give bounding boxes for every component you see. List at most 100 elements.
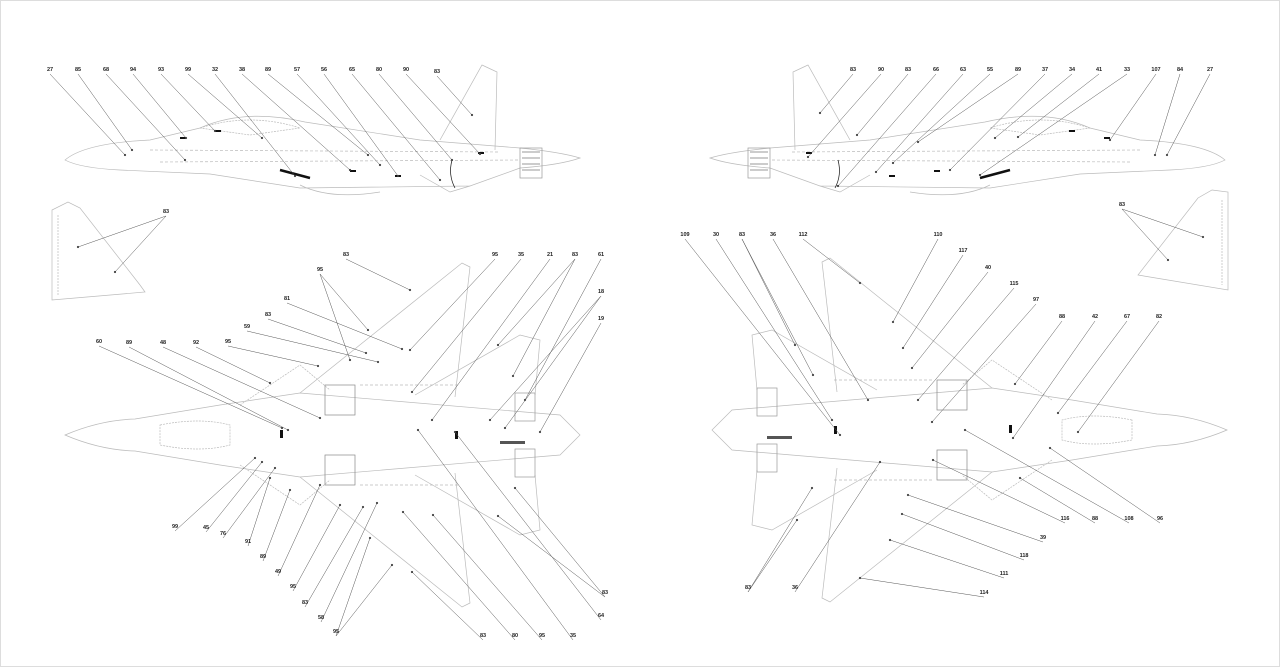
stencil-marker [793,343,797,347]
stencil-marker [916,398,920,402]
callout-label: 114 [979,590,989,596]
callout-label: 89 [259,554,267,560]
leader-line [378,73,453,161]
leader-line [105,73,186,161]
stencil-marker [858,281,862,285]
callout-label: 34 [1068,67,1076,73]
stencil-marker [1018,476,1022,480]
leader-line [132,73,187,139]
stencil-marker [888,538,892,542]
leader-line [964,429,1130,524]
leader-line [227,345,319,367]
leader-line [504,295,602,429]
callout-label: 89 [125,340,133,346]
leader-line [715,238,833,421]
stencil-marker [874,170,878,174]
stencil-marker [836,184,840,188]
stencil-marker [338,503,342,507]
callout-label: 85 [74,67,82,73]
stencil-marker [396,174,400,178]
stencil-marker [416,428,420,432]
callout-label: 56 [320,67,328,73]
leader-line [1077,320,1160,433]
bottom-view-aircraft [711,257,1228,603]
leader-line [345,258,411,291]
leader-line [892,73,991,164]
leader-line [837,73,937,187]
stencil-marker [910,366,914,370]
leader-line [402,511,516,641]
callout-label: 97 [1032,297,1040,303]
callout-label: 99 [184,67,192,73]
callout-label: 95 [332,629,340,635]
leader-line [319,273,369,331]
leader-line [524,258,602,401]
callout-label: 82 [1155,314,1163,320]
stencil-marker [1048,446,1052,450]
leader-line [741,238,796,346]
callout-label: 58 [317,615,325,621]
callout-label: 99 [171,524,179,530]
leader-line [889,539,1005,579]
callout-label: 48 [159,340,167,346]
leader-line [901,513,1025,561]
leader-line [994,73,1073,139]
leader-line [875,73,964,173]
stencil-marker [431,513,435,517]
callout-label: 117 [958,248,968,254]
leader-line [267,318,367,354]
callout-label: 91 [244,539,252,545]
leader-line [49,73,126,156]
leader-line [931,303,1037,423]
callout-label: 68 [102,67,110,73]
stencil-marker [891,320,895,324]
stencil-marker [316,364,320,368]
callout-label: 63 [959,67,967,73]
callout-label: 116 [1060,516,1070,522]
leader-line [747,487,813,593]
callout-label: 76 [219,531,227,537]
leader-line [807,73,882,158]
stencil-marker [390,563,394,567]
callout-label: 32 [211,67,219,73]
callout-label: 94 [129,67,137,73]
stencil-marker [511,374,515,378]
side-view-left-aircraft [63,63,582,197]
stencil-marker [930,420,934,424]
callout-label: 42 [1091,314,1099,320]
leader-line [514,487,606,598]
leader-line [335,564,393,637]
leader-line [214,73,296,177]
callout-label: 109 [680,232,690,238]
callout-label: 84 [1176,67,1184,73]
stencil-marker [130,148,134,152]
callout-label: 37 [1041,67,1049,73]
leader-line [1166,73,1211,156]
callout-label: 45 [202,525,210,531]
callout-label: 111 [999,571,1009,577]
stencil-marker [838,433,842,437]
top-view-aircraft [64,262,581,608]
callout-label: 107 [1151,67,1161,73]
callout-label: 89 [1014,67,1022,73]
stencil-marker [806,155,810,159]
leader-line [77,73,133,151]
leader-line [489,295,602,421]
leader-line [917,287,1015,401]
stencil-marker [795,518,799,522]
leader-line [128,346,289,431]
leader-line [1154,73,1181,156]
leader-line [405,73,481,155]
stencil-marker [538,430,542,434]
leader-line [409,258,496,351]
leader-line [296,73,381,166]
callout-label: 41 [1095,67,1103,73]
stencil-marker [906,493,910,497]
stencil-marker [438,178,442,182]
leader-line [949,73,1046,171]
leader-line [292,504,341,592]
stencil-marker [830,418,834,422]
leader-line [174,457,256,532]
stencil-marker [376,360,380,364]
